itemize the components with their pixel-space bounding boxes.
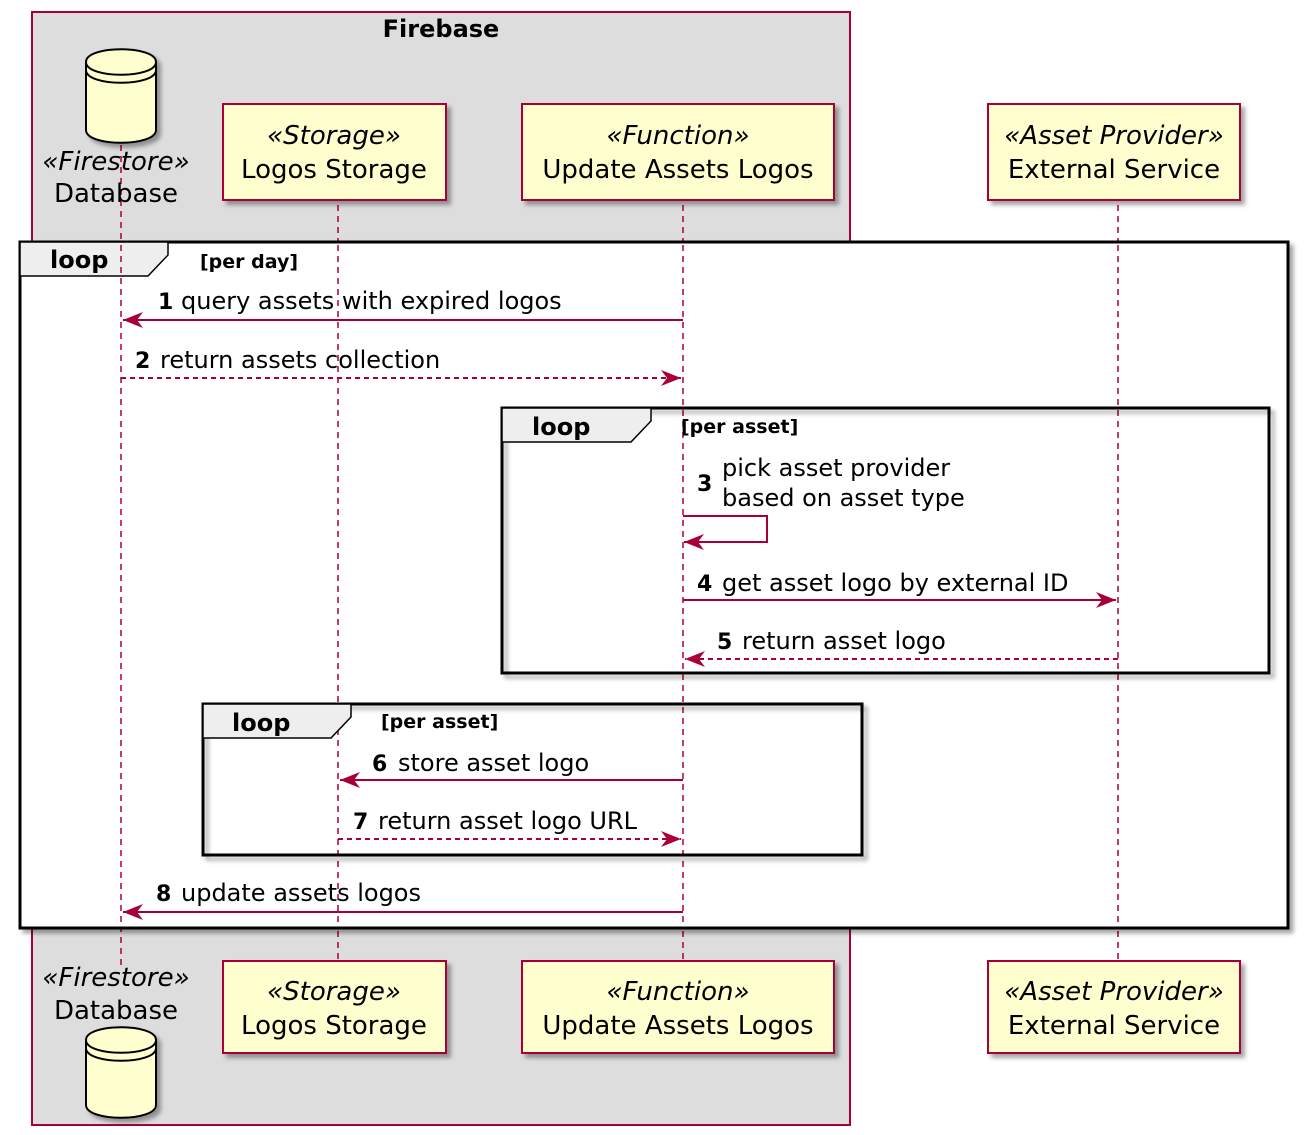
message-6-number: 6 (372, 752, 387, 777)
participant-logos-storage-bottom: «Storage» Logos Storage (222, 960, 447, 1054)
database-icon (85, 48, 157, 144)
database-icon (85, 1026, 157, 1119)
message-8-number: 8 (156, 882, 171, 907)
external-service-name: External Service (1008, 155, 1220, 185)
loop-label-per-asset-storage: loop (232, 709, 290, 737)
message-2: 2 return assets collection (121, 346, 681, 386)
message-3-text-line1: pick asset provider (722, 454, 950, 482)
message-4-text: get asset logo by external ID (722, 569, 1068, 597)
message-3: 3 pick asset provider based on asset typ… (683, 454, 965, 550)
message-5-number: 5 (717, 630, 732, 655)
message-2-text: return assets collection (160, 346, 440, 374)
message-1: 1 query assets with expired logos (123, 287, 683, 328)
message-3-text-line2: based on asset type (722, 484, 965, 512)
participant-database-bottom: «Firestore» Database (42, 963, 190, 1119)
participant-database-top: «Firestore» Database (42, 48, 190, 209)
update-assets-logos-stereotype: «Function» (606, 121, 749, 151)
message-6-text: store asset logo (398, 749, 589, 777)
message-1-text: query assets with expired logos (181, 287, 562, 315)
message-6: 6 store asset logo (340, 749, 683, 788)
participant-update-assets-logos-bottom: «Function» Update Assets Logos (521, 960, 835, 1054)
message-4-number: 4 (697, 572, 712, 597)
message-4: 4 get asset logo by external ID (683, 569, 1116, 608)
update-assets-logos-stereotype-bottom: «Function» (606, 977, 749, 1007)
loop-frame-per-asset-storage: loop [per asset] (201, 702, 864, 857)
loop-frame-per-asset-provider: loop [per asset] (500, 406, 1271, 675)
loop-label-per-day: loop (50, 246, 108, 274)
external-service-stereotype-bottom: «Asset Provider» (1004, 977, 1224, 1007)
message-8: 8 update assets logos (123, 879, 683, 920)
database-name: Database (54, 179, 178, 209)
message-7: 7 return asset logo URL (338, 807, 681, 847)
database-stereotype-bottom: «Firestore» (42, 963, 189, 993)
participant-logos-storage-top: «Storage» Logos Storage (222, 103, 447, 201)
database-stereotype: «Firestore» (42, 147, 189, 177)
logos-storage-name: Logos Storage (241, 155, 427, 185)
participant-external-service-top: «Asset Provider» External Service (987, 103, 1241, 201)
database-name-bottom: Database (54, 996, 178, 1026)
firebase-group-title: Firebase (383, 15, 500, 43)
message-5-text: return asset logo (742, 627, 946, 655)
loop-label-per-asset-provider: loop (532, 413, 590, 441)
loop-frame-per-day: loop [per day] (18, 240, 1290, 930)
message-8-text: update assets logos (181, 879, 421, 907)
message-7-number: 7 (353, 810, 368, 835)
external-service-name-bottom: External Service (1008, 1011, 1220, 1041)
logos-storage-stereotype-bottom: «Storage» (267, 977, 401, 1007)
message-1-number: 1 (158, 290, 173, 315)
external-service-stereotype: «Asset Provider» (1004, 121, 1224, 151)
loop-condition-per-day: [per day] (200, 251, 298, 273)
logos-storage-stereotype: «Storage» (267, 121, 401, 151)
logos-storage-name-bottom: Logos Storage (241, 1011, 427, 1041)
participant-external-service-bottom: «Asset Provider» External Service (987, 960, 1241, 1054)
message-5: 5 return asset logo (685, 627, 1118, 667)
update-assets-logos-name: Update Assets Logos (542, 155, 813, 185)
loop-condition-per-asset-provider: [per asset] (681, 416, 798, 438)
update-assets-logos-name-bottom: Update Assets Logos (542, 1011, 813, 1041)
loop-condition-per-asset-storage: [per asset] (381, 711, 498, 733)
message-2-number: 2 (135, 349, 150, 374)
participant-update-assets-logos-top: «Function» Update Assets Logos (521, 103, 835, 201)
message-7-text: return asset logo URL (378, 807, 638, 835)
message-3-number: 3 (697, 472, 712, 497)
